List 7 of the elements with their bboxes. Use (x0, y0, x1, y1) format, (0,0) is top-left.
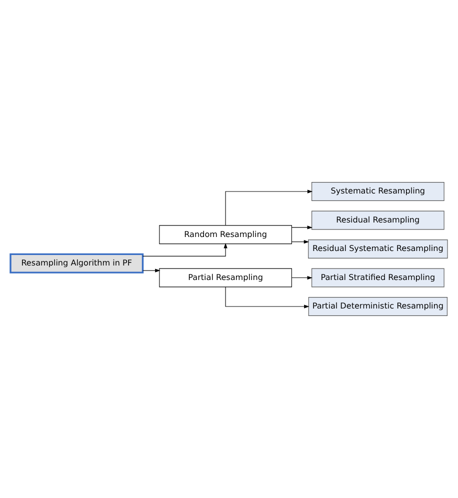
arrow (142, 268, 160, 272)
arrow (291, 276, 312, 280)
arrow (142, 243, 228, 256)
arrow (291, 226, 312, 230)
arrow (225, 190, 313, 226)
arrow (225, 286, 310, 308)
arrow (291, 240, 310, 244)
